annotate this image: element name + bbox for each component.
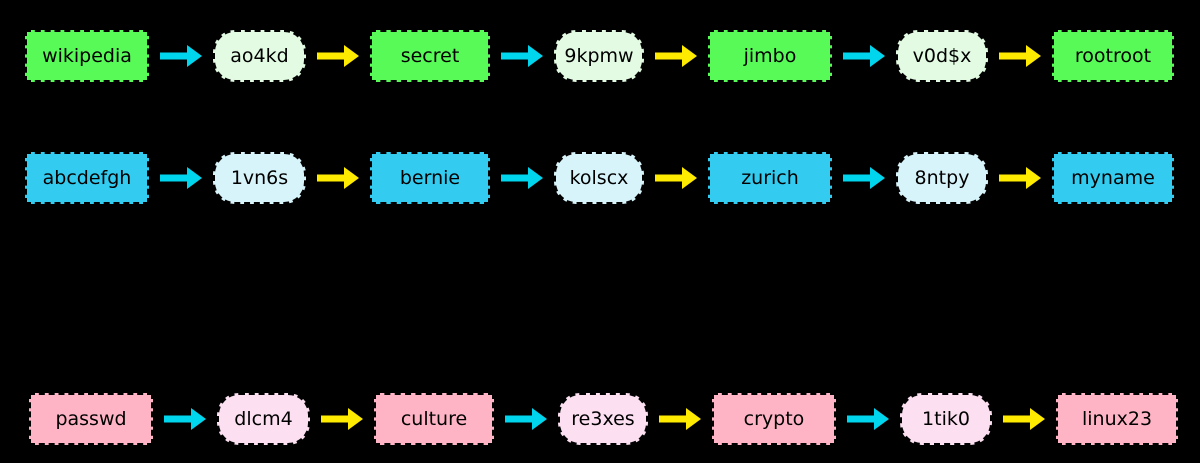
node-re3xes: re3xes — [558, 393, 648, 445]
node-label: culture — [400, 407, 468, 430]
hash-arrow-icon — [836, 408, 900, 430]
hash-arrow-icon — [832, 45, 896, 67]
node-crypto: crypto — [712, 393, 836, 445]
reduce-arrow-icon — [988, 45, 1052, 67]
node-secret: secret — [370, 30, 490, 82]
reduce-arrow-icon — [306, 167, 370, 189]
node-wikipedia: wikipedia — [25, 30, 149, 82]
reduce-arrow-icon — [992, 408, 1056, 430]
reduce-arrow-icon — [306, 45, 370, 67]
node-8ntpy: 8ntpy — [896, 152, 988, 204]
node-label: 9kpmw — [564, 44, 634, 67]
node-abcdefgh: abcdefgh — [25, 152, 149, 204]
node-zurich: zurich — [708, 152, 832, 204]
node-myname: myname — [1052, 152, 1174, 204]
chain-row-chain-green: wikipedia ao4kd secret 9kpmw jimbo v0d$x rootr… — [25, 29, 1174, 83]
node-label: abcdefgh — [42, 166, 132, 189]
hash-arrow-icon — [153, 408, 217, 430]
node-label: linux23 — [1081, 407, 1153, 430]
node-passwd: passwd — [29, 393, 153, 445]
node-9kpmw: 9kpmw — [554, 30, 644, 82]
node-kolscx: kolscx — [554, 152, 644, 204]
node-label: wikipedia — [42, 44, 132, 67]
reduce-arrow-icon — [644, 167, 708, 189]
node-label: bernie — [399, 166, 461, 189]
reduce-arrow-icon — [648, 408, 712, 430]
hash-arrow-icon — [494, 408, 558, 430]
hash-arrow-icon — [832, 167, 896, 189]
node-label: dlcm4 — [234, 407, 293, 430]
node-label: v0d$x — [912, 44, 972, 67]
node-ao4kd: ao4kd — [213, 30, 306, 82]
node-1tik0: 1tik0 — [900, 393, 992, 445]
node-label: re3xes — [571, 407, 635, 430]
reduce-arrow-icon — [644, 45, 708, 67]
node-culture: culture — [374, 393, 494, 445]
chain-row-chain-pink: passwd dlcm4 culture re3xes crypto 1tik0 linux… — [29, 392, 1178, 446]
node-label: myname — [1071, 166, 1155, 189]
node-label: 1vn6s — [230, 166, 289, 189]
hash-arrow-icon — [149, 45, 213, 67]
node-label: 8ntpy — [914, 166, 970, 189]
node-1vn6s: 1vn6s — [213, 152, 306, 204]
node-v0d-x: v0d$x — [896, 30, 988, 82]
node-label: kolscx — [569, 166, 629, 189]
chain-row-chain-blue: abcdefgh 1vn6s bernie kolscx zurich 8ntpy myna… — [25, 151, 1174, 205]
node-dlcm4: dlcm4 — [217, 393, 310, 445]
hash-arrow-icon — [490, 167, 554, 189]
hash-arrow-icon — [490, 45, 554, 67]
node-label: crypto — [743, 407, 805, 430]
node-label: jimbo — [743, 44, 797, 67]
node-label: passwd — [55, 407, 127, 430]
node-label: rootroot — [1074, 44, 1152, 67]
node-linux23: linux23 — [1056, 393, 1178, 445]
node-bernie: bernie — [370, 152, 490, 204]
node-rootroot: rootroot — [1052, 30, 1174, 82]
node-jimbo: jimbo — [708, 30, 832, 82]
node-label: zurich — [741, 166, 799, 189]
node-label: 1tik0 — [922, 407, 970, 430]
reduce-arrow-icon — [310, 408, 374, 430]
hash-arrow-icon — [149, 167, 213, 189]
reduce-arrow-icon — [988, 167, 1052, 189]
node-label: secret — [400, 44, 460, 67]
node-label: ao4kd — [230, 44, 289, 67]
